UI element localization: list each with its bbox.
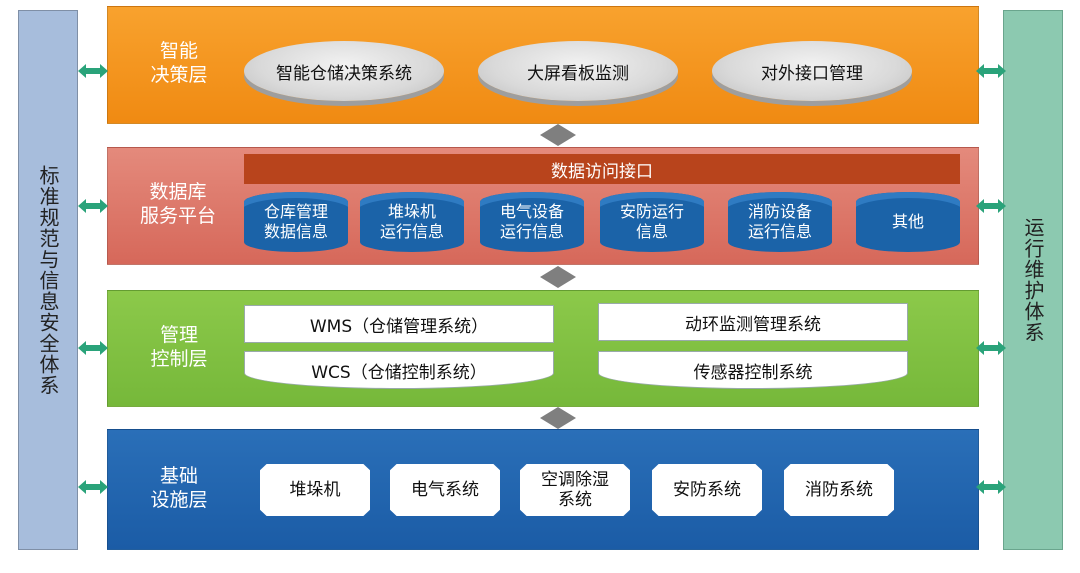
env-monitor-box: 动环监测管理系统: [598, 303, 908, 341]
database-cylinder: 其他: [856, 192, 960, 252]
wms-box: WMS（仓储管理系统）: [244, 305, 554, 343]
double-arrow-icon: [976, 64, 1006, 78]
diamond-connector-icon: [540, 266, 576, 288]
right-system-bar: 运行维护体系: [1003, 10, 1063, 550]
double-arrow-icon: [78, 480, 108, 494]
infrastructure-item: 消防系统: [784, 464, 894, 516]
data-access-interface-bar: 数据访问接口: [244, 154, 960, 184]
database-layer-title: 数据库 服务平台: [139, 181, 216, 227]
management-layer-title: 管理 控制层: [150, 324, 208, 370]
double-arrow-icon: [976, 199, 1006, 213]
sensor-control-box: 传感器控制系统: [598, 351, 908, 389]
double-arrow-icon: [78, 64, 108, 78]
double-arrow-icon: [78, 341, 108, 355]
decision-item: 对外接口管理: [712, 41, 912, 101]
infrastructure-item: 电气系统: [390, 464, 500, 516]
diamond-connector-icon: [540, 407, 576, 429]
decision-layer: 智能 决策层 智能仓储决策系统 大屏看板监测 对外接口管理: [107, 6, 979, 124]
database-cylinder: 消防设备 运行信息: [728, 192, 832, 252]
left-system-label: 标准规范与信息安全体系: [36, 164, 60, 396]
database-cylinder: 安防运行 信息: [600, 192, 704, 252]
database-cylinder: 仓库管理 数据信息: [244, 192, 348, 252]
infrastructure-item: 空调除湿 系统: [520, 464, 630, 516]
double-arrow-icon: [78, 199, 108, 213]
database-layer: 数据库 服务平台 数据访问接口 仓库管理 数据信息 堆垛机 运行信息 电气设备 …: [107, 147, 979, 265]
database-cylinder: 堆垛机 运行信息: [360, 192, 464, 252]
infrastructure-item: 安防系统: [652, 464, 762, 516]
decision-item: 智能仓储决策系统: [244, 41, 444, 101]
double-arrow-icon: [976, 480, 1006, 494]
wcs-box: WCS（仓储控制系统）: [244, 351, 554, 389]
decision-item: 大屏看板监测: [478, 41, 678, 101]
infrastructure-item: 堆垛机: [260, 464, 370, 516]
double-arrow-icon: [976, 341, 1006, 355]
infrastructure-layer-title: 基础 设施层: [150, 465, 208, 511]
database-cylinder: 电气设备 运行信息: [480, 192, 584, 252]
infrastructure-layer: 基础 设施层 堆垛机 电气系统 空调除湿 系统 安防系统 消防系统: [107, 429, 979, 550]
left-system-bar: 标准规范与信息安全体系: [18, 10, 78, 550]
management-layer: 管理 控制层 WMS（仓储管理系统） WCS（仓储控制系统） 动环监测管理系统 …: [107, 290, 979, 407]
diamond-connector-icon: [540, 124, 576, 146]
right-system-label: 运行维护体系: [1021, 217, 1045, 343]
decision-layer-title: 智能 决策层: [150, 40, 208, 86]
